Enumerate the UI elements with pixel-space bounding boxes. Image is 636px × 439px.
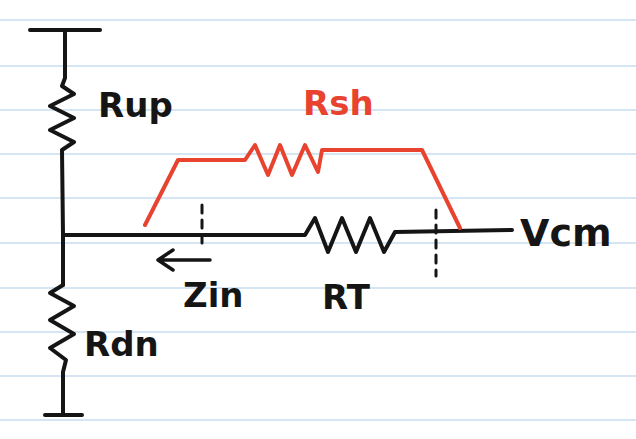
impedance-arrow xyxy=(158,250,210,270)
resistor-symbol xyxy=(63,218,512,252)
resistor-symbol xyxy=(50,30,74,285)
component-label: Rup xyxy=(98,88,173,122)
probe-mark xyxy=(201,205,204,250)
resistor-symbol xyxy=(145,145,460,228)
component-label: Zin xyxy=(183,278,244,312)
component-label: Vcm xyxy=(520,214,612,252)
component-label: RT xyxy=(322,280,370,314)
ground-rail xyxy=(45,413,82,417)
component-label: Rdn xyxy=(84,327,159,361)
probe-mark xyxy=(435,210,438,276)
resistor-symbol xyxy=(50,285,74,415)
component-label: Rsh xyxy=(303,86,374,120)
ruled-lines xyxy=(0,20,636,420)
